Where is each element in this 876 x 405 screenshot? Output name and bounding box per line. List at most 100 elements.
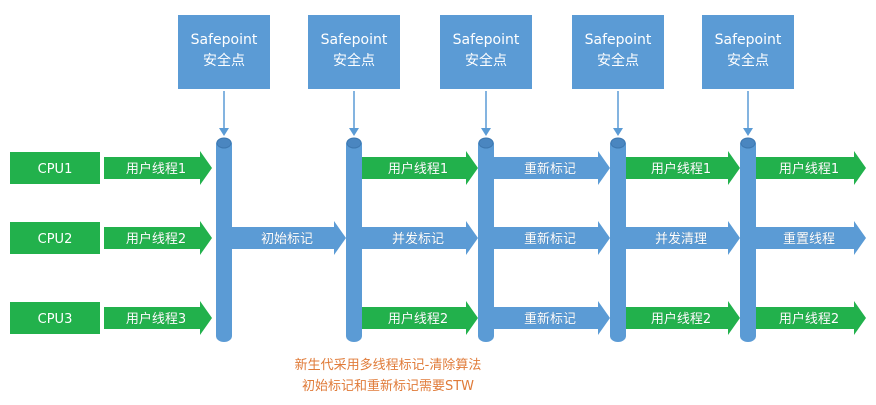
arrow-label: 重新标记 (524, 161, 576, 177)
thread-arrow: 用户线程1 (626, 151, 740, 185)
arrow-head-icon (613, 128, 623, 136)
bar-cap (610, 137, 626, 149)
arrow-head-icon (481, 128, 491, 136)
arrow-label: 用户线程1 (126, 161, 186, 177)
arrow-label: 用户线程2 (388, 311, 448, 327)
safepoint-bar-4 (610, 137, 626, 342)
cpu-label: CPU2 (38, 232, 73, 247)
bar-cap (216, 137, 232, 149)
safepoint-box (440, 15, 532, 89)
safepoint-3: Safepoint 安全点 (440, 15, 532, 136)
safepoint-label: Safepoint (191, 32, 258, 48)
arrow-shape (362, 301, 478, 335)
arrow-shape (362, 151, 478, 185)
arrow-head-icon (349, 128, 359, 136)
safepoint-box (572, 15, 664, 89)
safepoint-1: Safepoint 安全点 (178, 15, 270, 136)
bar-cap (740, 137, 756, 149)
safepoint-label: Safepoint (453, 32, 520, 48)
safepoint-box (702, 15, 794, 89)
safepoint-bar-3 (478, 137, 494, 342)
arrow-label: 初始标记 (261, 232, 313, 247)
caption-line1: 新生代采用多线程标记-清除算法 (295, 357, 482, 373)
cpu-box (10, 302, 100, 334)
safepoint-sublabel: 安全点 (727, 52, 769, 69)
arrow-head-icon (743, 128, 753, 136)
thread-arrow: 用户线程1 (756, 151, 866, 185)
arrow-head-icon (219, 128, 229, 136)
thread-arrow: 用户线程2 (104, 221, 212, 255)
arrow-label: 并发标记 (392, 231, 444, 247)
arrow-shape (756, 221, 866, 255)
safepoint-bar (740, 138, 756, 342)
cpu-2: CPU2 (10, 222, 100, 254)
bar-cap (478, 137, 494, 149)
safepoint-bar-5 (740, 137, 756, 342)
safepoint-bar (478, 138, 494, 342)
thread-arrow: 并发标记 (362, 221, 478, 255)
arrow-shape (626, 301, 740, 335)
cpu-box (10, 152, 100, 184)
thread-arrow: 重新标记 (494, 151, 610, 185)
safepoint-label: Safepoint (321, 32, 388, 48)
arrow-label: 用户线程3 (126, 311, 186, 327)
arrow-label: 用户线程1 (779, 161, 839, 177)
safepoint-label: Safepoint (585, 32, 652, 48)
thread-arrow: 重新标记 (494, 301, 610, 335)
thread-arrow: 重新标记 (494, 221, 610, 255)
thread-arrow: 重置线程 (756, 221, 866, 255)
safepoint-sublabel: 安全点 (333, 52, 375, 69)
cpu-1: CPU1 (10, 152, 100, 184)
arrow-label: 并发清理 (655, 231, 707, 247)
arrow-label: 重新标记 (524, 311, 576, 327)
safepoint-box (178, 15, 270, 89)
thread-arrow: 并发清理 (626, 221, 740, 255)
thread-arrow: 用户线程2 (756, 301, 866, 335)
safepoint-bar-2 (346, 137, 362, 342)
thread-arrow: 用户线程1 (362, 151, 478, 185)
arrow-shape (756, 301, 866, 335)
safepoint-bar (216, 138, 232, 342)
arrow-shape (232, 221, 346, 255)
safepoint-4: Safepoint 安全点 (572, 15, 664, 136)
safepoint-bar (346, 138, 362, 342)
cpu-label: CPU1 (38, 162, 73, 177)
safepoint-bar (610, 138, 626, 342)
safepoint-sublabel: 安全点 (203, 52, 245, 69)
arrow-label: 用户线程1 (388, 161, 448, 177)
arrow-shape (494, 151, 610, 185)
safepoint-sublabel: 安全点 (465, 52, 507, 69)
arrow-label: 重置线程 (783, 231, 835, 247)
cpu-label: CPU3 (38, 312, 73, 327)
arrow-label: 用户线程2 (126, 231, 186, 247)
safepoint-sublabel: 安全点 (597, 52, 639, 69)
thread-arrow: 用户线程2 (362, 301, 478, 335)
safepoint-bar-1 (216, 137, 232, 342)
cpu-box (10, 222, 100, 254)
safepoint-5: Safepoint 安全点 (702, 15, 794, 136)
arrow-label: 用户线程1 (651, 161, 711, 177)
arrow-label: 用户线程2 (651, 311, 711, 327)
arrow-shape (626, 151, 740, 185)
bar-cap (346, 137, 362, 149)
thread-arrow: 用户线程3 (104, 301, 212, 335)
thread-arrow: 初始标记 (232, 221, 346, 255)
arrow-shape (362, 221, 478, 255)
arrow-shape (494, 221, 610, 255)
arrow-label: 用户线程2 (779, 311, 839, 327)
thread-arrow: 用户线程1 (104, 151, 212, 185)
arrow-shape (104, 301, 212, 335)
arrow-shape (494, 301, 610, 335)
arrow-shape (756, 151, 866, 185)
arrow-label: 重新标记 (524, 231, 576, 247)
arrow-shape (626, 221, 740, 255)
arrow-shape (104, 221, 212, 255)
safepoint-box (308, 15, 400, 89)
safepoint-label: Safepoint (715, 32, 782, 48)
cpu-3: CPU3 (10, 302, 100, 334)
safepoint-2: Safepoint 安全点 (308, 15, 400, 136)
thread-arrow: 用户线程2 (626, 301, 740, 335)
caption-line2: 初始标记和重新标记需要STW (302, 378, 474, 394)
arrow-shape (104, 151, 212, 185)
